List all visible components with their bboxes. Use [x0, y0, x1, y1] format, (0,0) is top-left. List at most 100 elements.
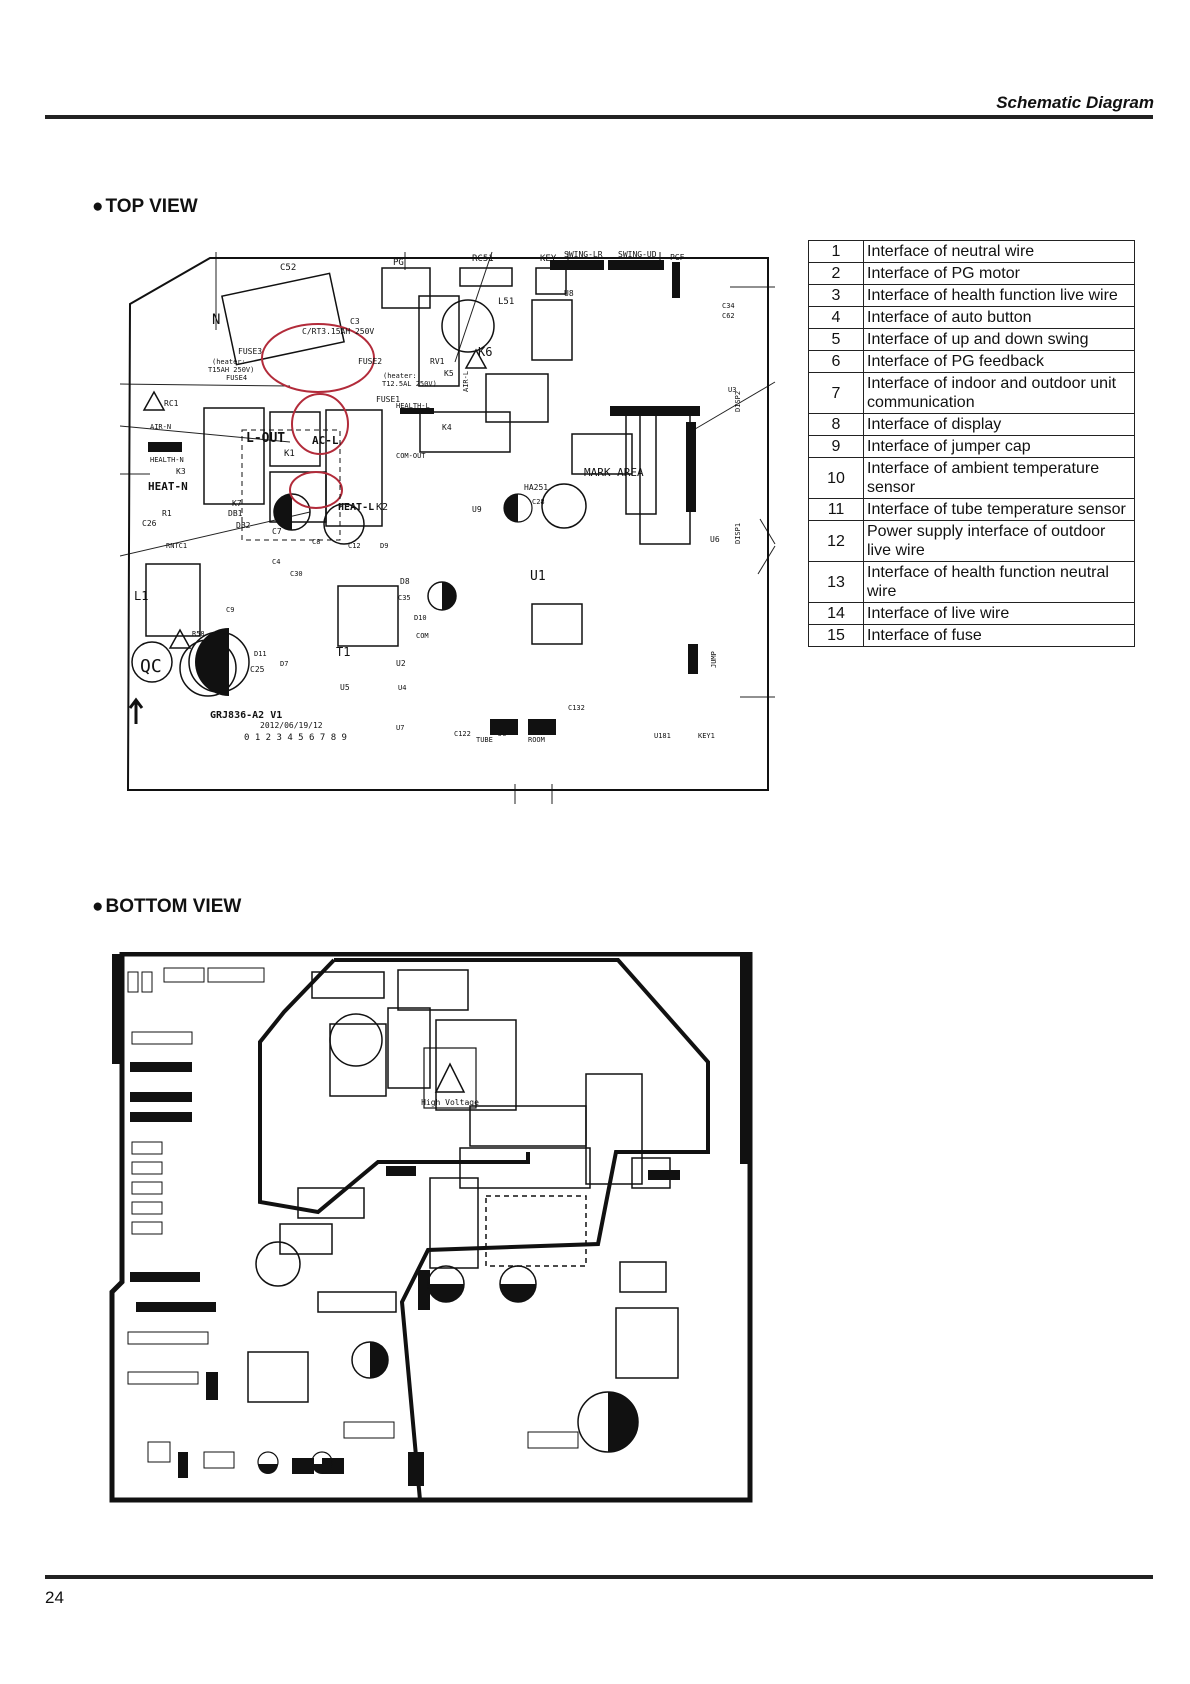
- label-k2: K2: [376, 502, 388, 513]
- label-fuse1: FUSE1: [376, 395, 400, 404]
- legend-text: Interface of up and down swing: [863, 328, 1135, 351]
- label-d9: D9: [380, 542, 388, 550]
- header-rule: [45, 115, 1153, 119]
- label-fuse-rating: C/RT3.15AH 250V: [302, 327, 374, 336]
- bullet-icon: ●: [92, 896, 104, 917]
- label-disp2: DISP2: [734, 391, 742, 412]
- label-c3: C3: [350, 317, 360, 326]
- label-l51: L51: [498, 297, 514, 307]
- page-number: 24: [45, 1588, 64, 1607]
- label-health-l: HEALTH-L: [396, 402, 430, 410]
- high-voltage-boundary: [258, 958, 710, 1501]
- label-heater-b2: T12.5AL 250V): [382, 380, 437, 388]
- label-air-n: AIR-N: [150, 423, 171, 431]
- label-u2: U2: [396, 659, 406, 668]
- pad-rows: [127, 967, 579, 1469]
- label-heat-n: HEAT-N: [148, 480, 188, 493]
- label-swing-lr: SWING-LR: [564, 250, 603, 259]
- legend-num: 7: [808, 372, 864, 414]
- legend-text: Interface of neutral wire: [863, 240, 1135, 263]
- label-key1: KEY1: [698, 732, 715, 740]
- label-c35: C35: [398, 594, 411, 602]
- label-pg: PG: [393, 258, 404, 268]
- bullet-icon: ●: [92, 196, 104, 217]
- board-outline: [126, 257, 769, 791]
- legend-num: 12: [808, 520, 864, 562]
- label-u6: U6: [710, 535, 720, 544]
- label-l1: L1: [134, 589, 148, 603]
- label-c9: C9: [226, 606, 234, 614]
- label-swing-ud: SWING-UD: [618, 250, 657, 259]
- label-fuse2: FUSE2: [358, 357, 382, 366]
- footer-rule: [45, 1575, 1153, 1579]
- label-health-n: HEALTH-N: [150, 456, 184, 464]
- label-u9: U9: [472, 505, 482, 514]
- label-c26: C26: [142, 519, 157, 528]
- label-disp1: DISP1: [734, 523, 742, 544]
- label-c62: C62: [722, 312, 735, 320]
- label-board-date: 2012/06/19/12: [260, 721, 323, 730]
- label-d10: D10: [414, 614, 427, 622]
- label-k5: K5: [444, 369, 454, 378]
- label-u4: U4: [398, 684, 406, 692]
- label-d11: D11: [254, 650, 267, 658]
- warning-icon: [142, 348, 488, 649]
- label-k4: K4: [442, 423, 452, 432]
- label-c4: C4: [272, 558, 280, 566]
- label-heater-b: (heater:: [383, 372, 417, 380]
- legend-text: Interface of PG motor: [863, 262, 1135, 285]
- label-key: KEY: [540, 254, 557, 264]
- bottom-view-heading: ●BOTTOM VIEW: [92, 896, 241, 918]
- legend-text: Interface of ambient temperature sensor: [863, 457, 1135, 499]
- label-d7: D7: [280, 660, 288, 668]
- label-c28: C28: [532, 498, 545, 506]
- bottom-view-pcb-diagram: High Voltage: [109, 952, 753, 1503]
- legend-text: Interface of indoor and outdoor unit com…: [863, 372, 1135, 414]
- high-voltage-warning: High Voltage: [421, 1047, 479, 1109]
- label-r58: R58: [192, 630, 205, 638]
- label-heater-a: (heater:: [212, 358, 246, 366]
- leader-lines: [120, 251, 776, 804]
- label-pgf: PGF: [670, 253, 685, 262]
- legend-text: Interface of fuse: [863, 624, 1135, 647]
- label-c7: C7: [272, 527, 282, 536]
- label-u181: U181: [654, 732, 671, 740]
- legend-num: 15: [808, 624, 864, 647]
- label-r1: R1: [162, 509, 172, 518]
- pcb-labels: PG RC51 KEY SWING-LR SWING-UD PGF C52 N …: [134, 250, 742, 744]
- warning-icon: [434, 1062, 466, 1093]
- top-view-title: TOP VIEW: [105, 196, 198, 217]
- label-u7: U7: [396, 724, 404, 732]
- label-c122: C122: [454, 730, 471, 738]
- label-rc51: RC51: [472, 254, 494, 264]
- label-tube: TUBE: [476, 736, 493, 744]
- legend-num: 14: [808, 602, 864, 625]
- legend-text: Interface of health function live wire: [863, 284, 1135, 307]
- label-u5: U5: [340, 683, 350, 692]
- label-c30: C30: [290, 570, 303, 578]
- capacitor-symbols: [188, 493, 533, 696]
- label-qc: QC: [140, 656, 162, 677]
- label-fuse3: FUSE3: [238, 347, 262, 356]
- component-outlines: [247, 969, 679, 1403]
- legend-text: Interface of auto button: [863, 306, 1135, 329]
- label-room: ROOM: [528, 736, 545, 744]
- legend-text: Interface of jumper cap: [863, 435, 1135, 458]
- label-board-id: GRJ836-A2 V1: [210, 710, 282, 721]
- legend-text: Interface of health function neutral wir…: [863, 561, 1135, 603]
- capacitor-symbols: [257, 1265, 639, 1474]
- bottom-view-title: BOTTOM VIEW: [105, 896, 242, 917]
- label-air-l: AIR-L: [462, 371, 470, 392]
